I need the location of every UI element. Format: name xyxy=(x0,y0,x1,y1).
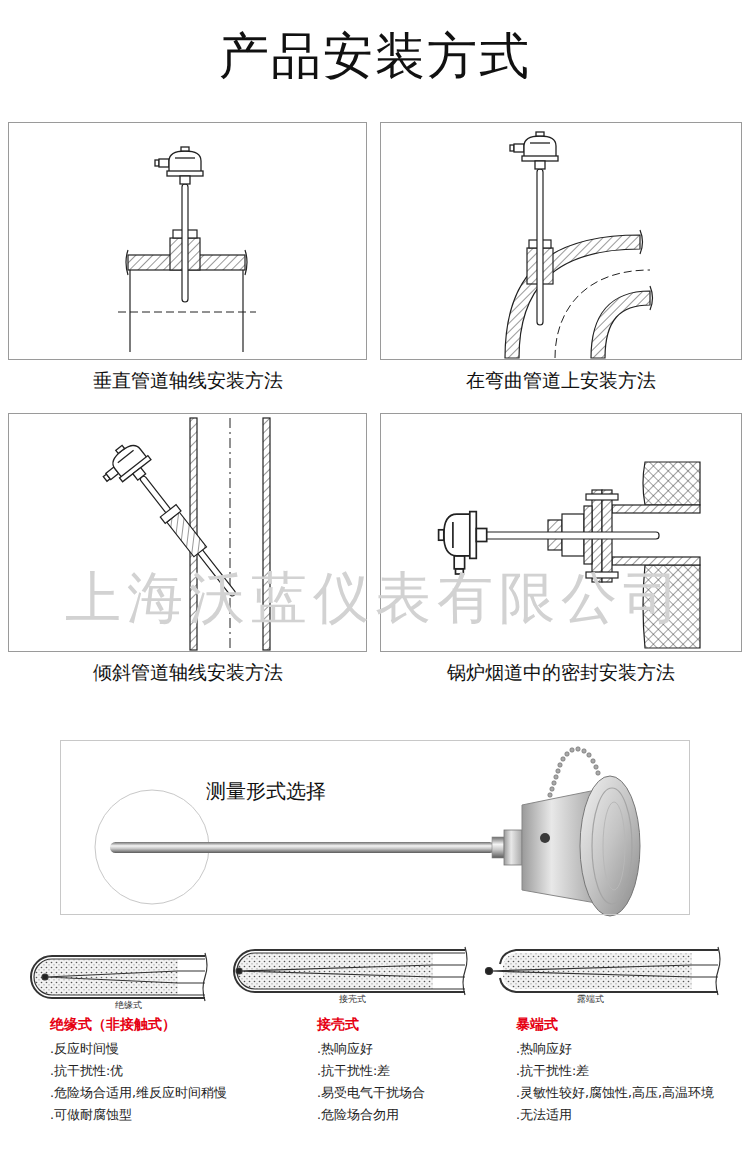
type-note: .抗干扰性:优 xyxy=(50,1063,123,1078)
type-note: .危险场合勿用 xyxy=(317,1107,399,1122)
type-note: .抗干扰性:差 xyxy=(317,1063,390,1078)
page-title: 产品安装方式 xyxy=(219,26,531,86)
watermark: 上海沃蓝仪表有限公司 xyxy=(65,564,685,631)
panel-caption: 锅炉烟道中的密封安装方法 xyxy=(381,661,741,684)
selection-box: 测量形式选择 xyxy=(60,740,690,915)
box-label: 测量形式选择 xyxy=(206,779,326,803)
panel-caption: 垂直管道轴线安装方法 xyxy=(9,369,366,392)
probe-caption: 绝缘式 xyxy=(115,1000,142,1011)
type-heading: 绝缘式（非接触式） xyxy=(50,1016,176,1033)
type-note: .热响应好 xyxy=(317,1041,373,1056)
type-note: .可做耐腐蚀型 xyxy=(50,1107,132,1122)
probe-caption: 露端式 xyxy=(577,994,604,1005)
type-note: .抗干扰性:差 xyxy=(516,1063,589,1078)
type-note: .反应时间慢 xyxy=(50,1041,119,1056)
type-note: .易受电气干扰场合 xyxy=(317,1085,425,1100)
type-heading: 暴端式 xyxy=(516,1016,558,1033)
type-heading: 接壳式 xyxy=(317,1016,359,1033)
install-panel: 在弯曲管道上安装方法 xyxy=(380,122,742,360)
install-panel: 垂直管道轴线安装方法 xyxy=(8,122,367,360)
type-note: .无法适用 xyxy=(516,1107,572,1122)
type-note: .热响应好 xyxy=(516,1041,572,1056)
panel-caption: 在弯曲管道上安装方法 xyxy=(381,369,741,392)
type-note: .危险场合适用,维反应时间稍慢 xyxy=(50,1085,227,1100)
panel-caption: 倾斜管道轴线安装方法 xyxy=(9,661,366,684)
probe-caption: 接壳式 xyxy=(339,994,366,1005)
type-note: .灵敏性较好,腐蚀性,高压,高温环境 xyxy=(516,1085,714,1100)
